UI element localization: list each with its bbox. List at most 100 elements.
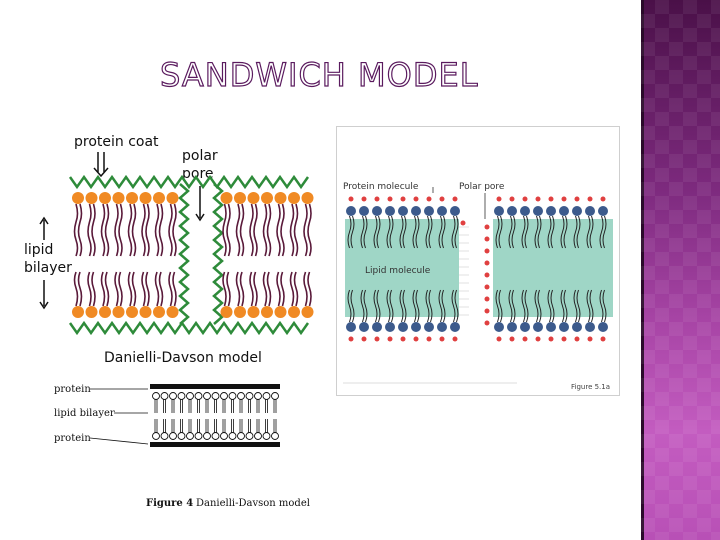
lipid-head (247, 306, 260, 318)
protein-bead (387, 196, 393, 202)
lipid-tail (602, 215, 607, 249)
lipid-tail (586, 215, 591, 249)
lipid-tail (495, 289, 500, 323)
lipid-tail (576, 289, 581, 323)
lipid-tail (495, 215, 500, 249)
polar-pore-diagram: Protein molecule Polar pore Lipid molecu… (343, 182, 613, 391)
lipid-head (262, 432, 271, 440)
lipid-tail (172, 271, 177, 307)
lipid-tail (451, 215, 456, 249)
lipid-tail (589, 289, 594, 323)
lipid-head (520, 322, 530, 332)
lipid-tail (226, 271, 231, 307)
lipid-head (546, 206, 556, 216)
lipid-head (398, 206, 408, 216)
lipid-head (450, 206, 460, 216)
protein-bead (374, 336, 380, 342)
lipid-head (424, 322, 434, 332)
lipid-head (424, 206, 434, 216)
protein-coat-zigzag (68, 174, 310, 190)
lipid-head (194, 392, 203, 400)
lipid-head (160, 432, 169, 440)
lipid-tail (441, 215, 446, 249)
lipid-tail (511, 215, 516, 249)
protein-bead (587, 196, 593, 202)
lipid-head (274, 192, 287, 204)
decorative-sidebar (641, 0, 720, 540)
lipid-head (261, 192, 273, 204)
lipid-tail (280, 271, 285, 307)
pore-bead (484, 284, 490, 290)
protein-bottom-label: protein (54, 433, 91, 444)
lipid-tail (412, 215, 417, 249)
lipid-tail (262, 203, 268, 257)
lipid-head (85, 192, 98, 204)
lipid-head (585, 322, 595, 332)
lipid-tail (521, 289, 526, 323)
pore-zigzag (212, 183, 224, 325)
lipid-head (234, 306, 246, 318)
protein-bead (452, 196, 458, 202)
lipid-tail (389, 289, 394, 323)
lipid-head (359, 206, 369, 216)
lipid-tail (222, 203, 227, 257)
lipid-tail (276, 271, 281, 307)
protein-bead (535, 336, 541, 342)
lipid-head (220, 432, 228, 440)
lipid-head (572, 322, 582, 332)
lipid-tail (253, 271, 258, 307)
lipid-tail (573, 215, 578, 249)
lipid-head (247, 192, 260, 204)
lipid-head (72, 306, 84, 318)
lipid-head (372, 206, 382, 216)
lipid-head (271, 432, 279, 440)
lipid-head (559, 322, 569, 332)
lipid-tail (498, 215, 503, 249)
lipid-tail (508, 289, 513, 323)
lipid-tail (276, 203, 281, 257)
pore-zigzag (178, 183, 190, 325)
lipid-head (99, 306, 111, 318)
lipid-head (112, 192, 125, 204)
lipid-tail (360, 289, 365, 323)
protein-bead (522, 196, 528, 202)
figure-4-caption-bold: Figure 4 (146, 498, 193, 509)
protein-bead (426, 196, 432, 202)
protein-coat-label: protein coat (74, 134, 159, 150)
lipid-tail (428, 215, 433, 249)
lipid-tail (87, 203, 92, 257)
lipid-tail (239, 203, 245, 257)
lipid-head (271, 392, 279, 400)
lipid-tail (363, 215, 368, 249)
lipid-tail (599, 289, 604, 323)
protein-bead (400, 196, 406, 202)
pore-bead (484, 296, 490, 302)
lipid-tail (293, 271, 299, 307)
protein-bead (509, 196, 515, 202)
lipid-head (186, 432, 194, 440)
sidebar-pattern (641, 0, 720, 540)
lipid-tail (131, 271, 137, 307)
lipid-tail (289, 203, 295, 257)
lipid-tail (498, 289, 503, 323)
lipid-tail (537, 215, 542, 249)
lipid-tail (114, 203, 119, 257)
lipid-head (166, 192, 179, 204)
lipid-head (254, 392, 262, 400)
protein-bead (400, 336, 406, 342)
protein-bead (548, 336, 554, 342)
right-membrane (345, 187, 613, 342)
slide-title: SANDWICH MODEL (159, 55, 479, 94)
pore-bead (484, 248, 490, 254)
lipid-head (437, 322, 447, 332)
lipid-head (177, 432, 186, 440)
lipid-tail (154, 203, 160, 257)
lipid-tail (376, 215, 381, 249)
lipid-head (72, 192, 84, 204)
lipid-head (166, 306, 179, 318)
lipid-head (598, 206, 608, 216)
hydrophobic-band-right (493, 219, 613, 317)
lipid-tail (235, 271, 241, 307)
lipid-head (398, 322, 408, 332)
